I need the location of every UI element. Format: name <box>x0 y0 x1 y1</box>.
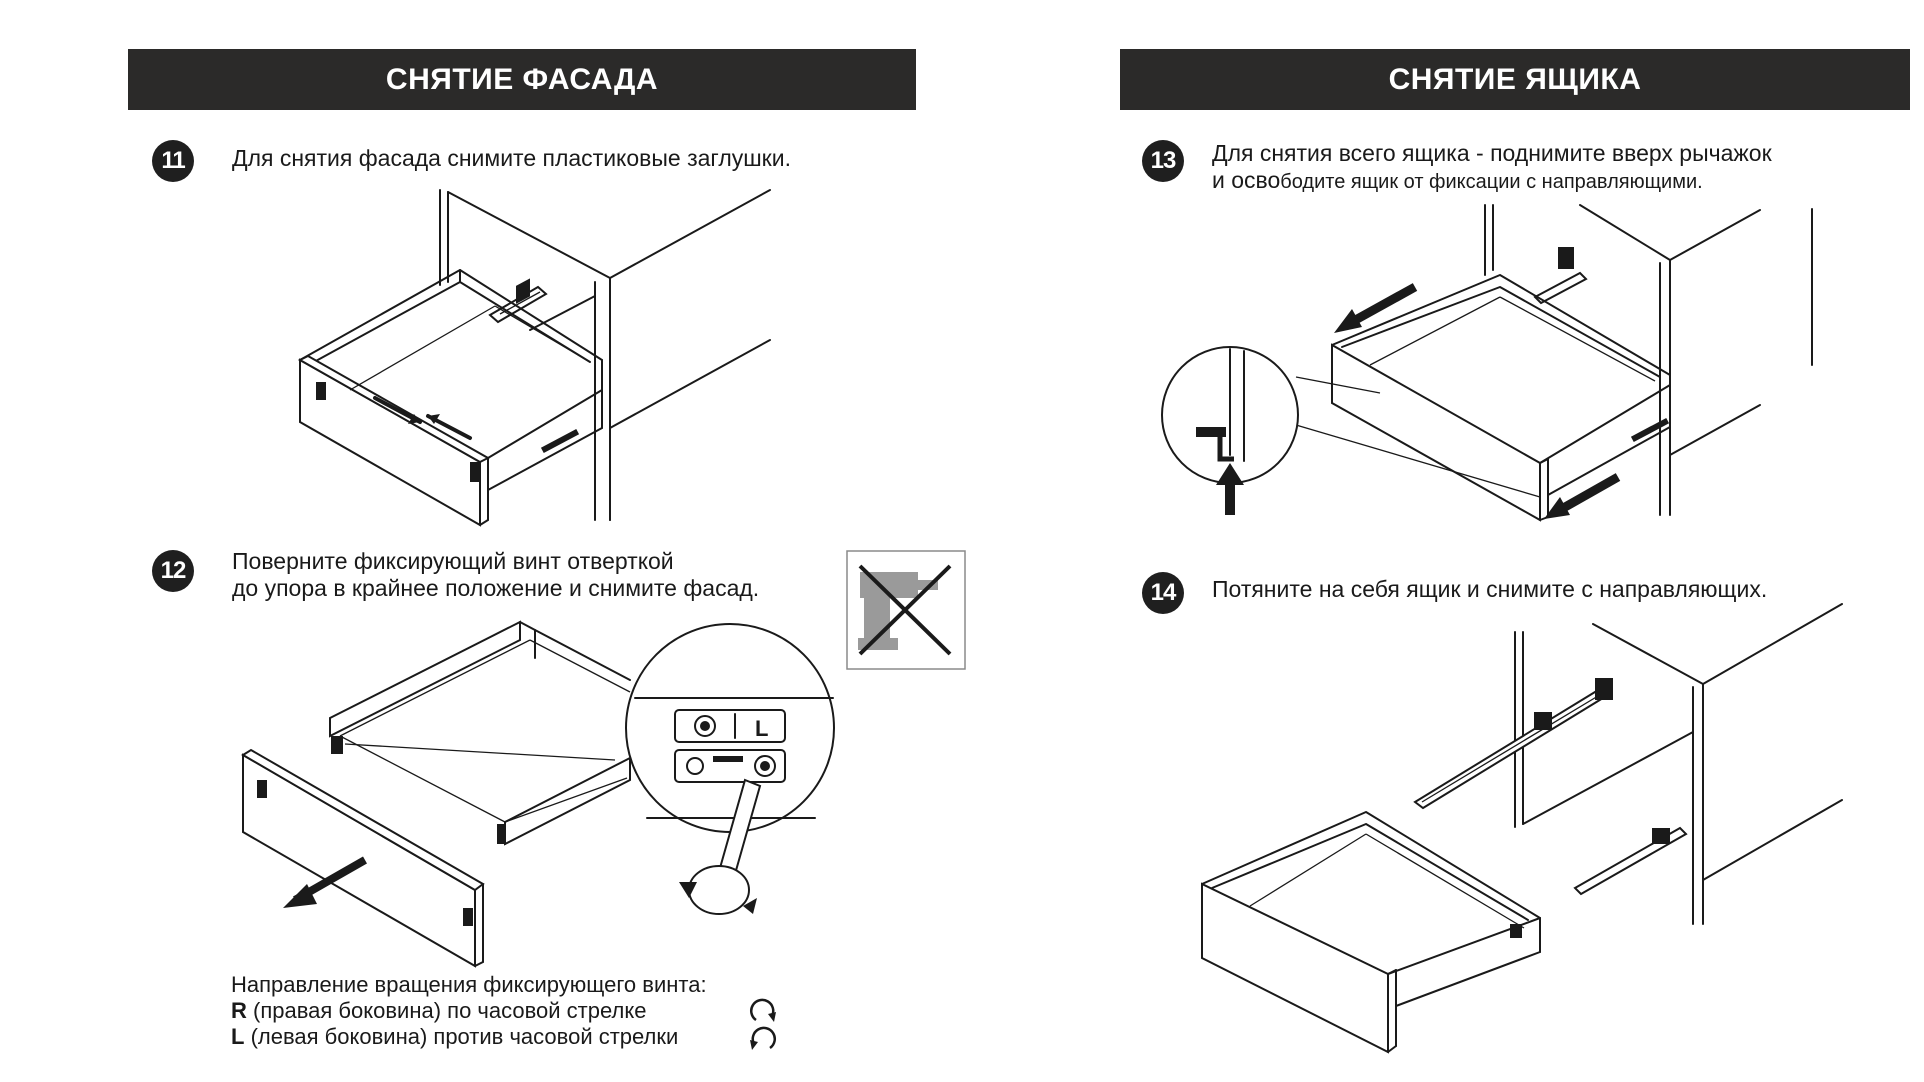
step-13-line-2: и освободите ящик от фиксации с направля… <box>1212 167 1772 196</box>
rotation-note-r: R (правая боковина) по часовой стрелке <box>231 998 707 1024</box>
rotation-note: Направление вращения фиксирующего винта:… <box>231 972 707 1050</box>
step-11-text: Для снятия фасада снимите пластиковые за… <box>232 145 791 172</box>
r-description: (правая боковина) по часовой стрелке <box>246 998 647 1023</box>
step-14-illustration <box>1201 603 1843 1054</box>
section-title: СНЯТИЕ ФАСАДА <box>385 62 659 96</box>
rotation-note-title: Направление вращения фиксирующего винта: <box>231 972 707 997</box>
rotation-note-l: L (левая боковина) против часовой стрелк… <box>231 1024 707 1050</box>
step-13-illustration <box>1161 204 1813 522</box>
section-title: СНЯТИЕ ЯЩИКА <box>1388 62 1642 96</box>
detail-label-l: L <box>755 716 768 741</box>
step-11-line: Для снятия фасада снимите пластиковые за… <box>232 145 791 171</box>
l-description: (левая боковина) против часовой стрелки <box>244 1024 679 1049</box>
clockwise-arrow-icon <box>749 998 776 1022</box>
step-number-13: 13 <box>1142 140 1184 182</box>
l-letter: L <box>231 1024 245 1049</box>
step-12-line-2: до упора в крайнее положение и снимите ф… <box>232 575 760 601</box>
r-letter: R <box>231 998 247 1023</box>
crossed-drill-icon <box>846 550 966 670</box>
step-12-line-1: Поверните фиксирующий винт отверткой <box>232 548 674 574</box>
step-12-text: Поверните фиксирующий винт отверткой до … <box>232 548 759 602</box>
section-header-facade: СНЯТИЕ ФАСАДА <box>128 49 916 110</box>
step-12-illustration: L <box>241 620 835 968</box>
step-number-12: 12 <box>152 550 194 592</box>
counterclockwise-arrow-icon <box>750 1026 777 1050</box>
step-13-line-2-end: бодите ящик от фиксации с направляющими. <box>1280 171 1703 193</box>
step-13-text: Для снятия всего ящика - поднимите вверх… <box>1212 140 1772 196</box>
step-13-line-1: Для снятия всего ящика - поднимите вверх… <box>1212 140 1772 166</box>
step-14-line: Потяните на себя ящик и снимите с направ… <box>1212 576 1768 602</box>
step-13-line-2-start: и осво <box>1212 167 1281 193</box>
step-number-11: 11 <box>152 140 194 182</box>
step-14-text: Потяните на себя ящик и снимите с направ… <box>1212 576 1767 603</box>
step-11-illustration <box>297 189 771 527</box>
step-number-14: 14 <box>1142 572 1184 614</box>
section-header-drawer: СНЯТИЕ ЯЩИКА <box>1120 49 1910 110</box>
